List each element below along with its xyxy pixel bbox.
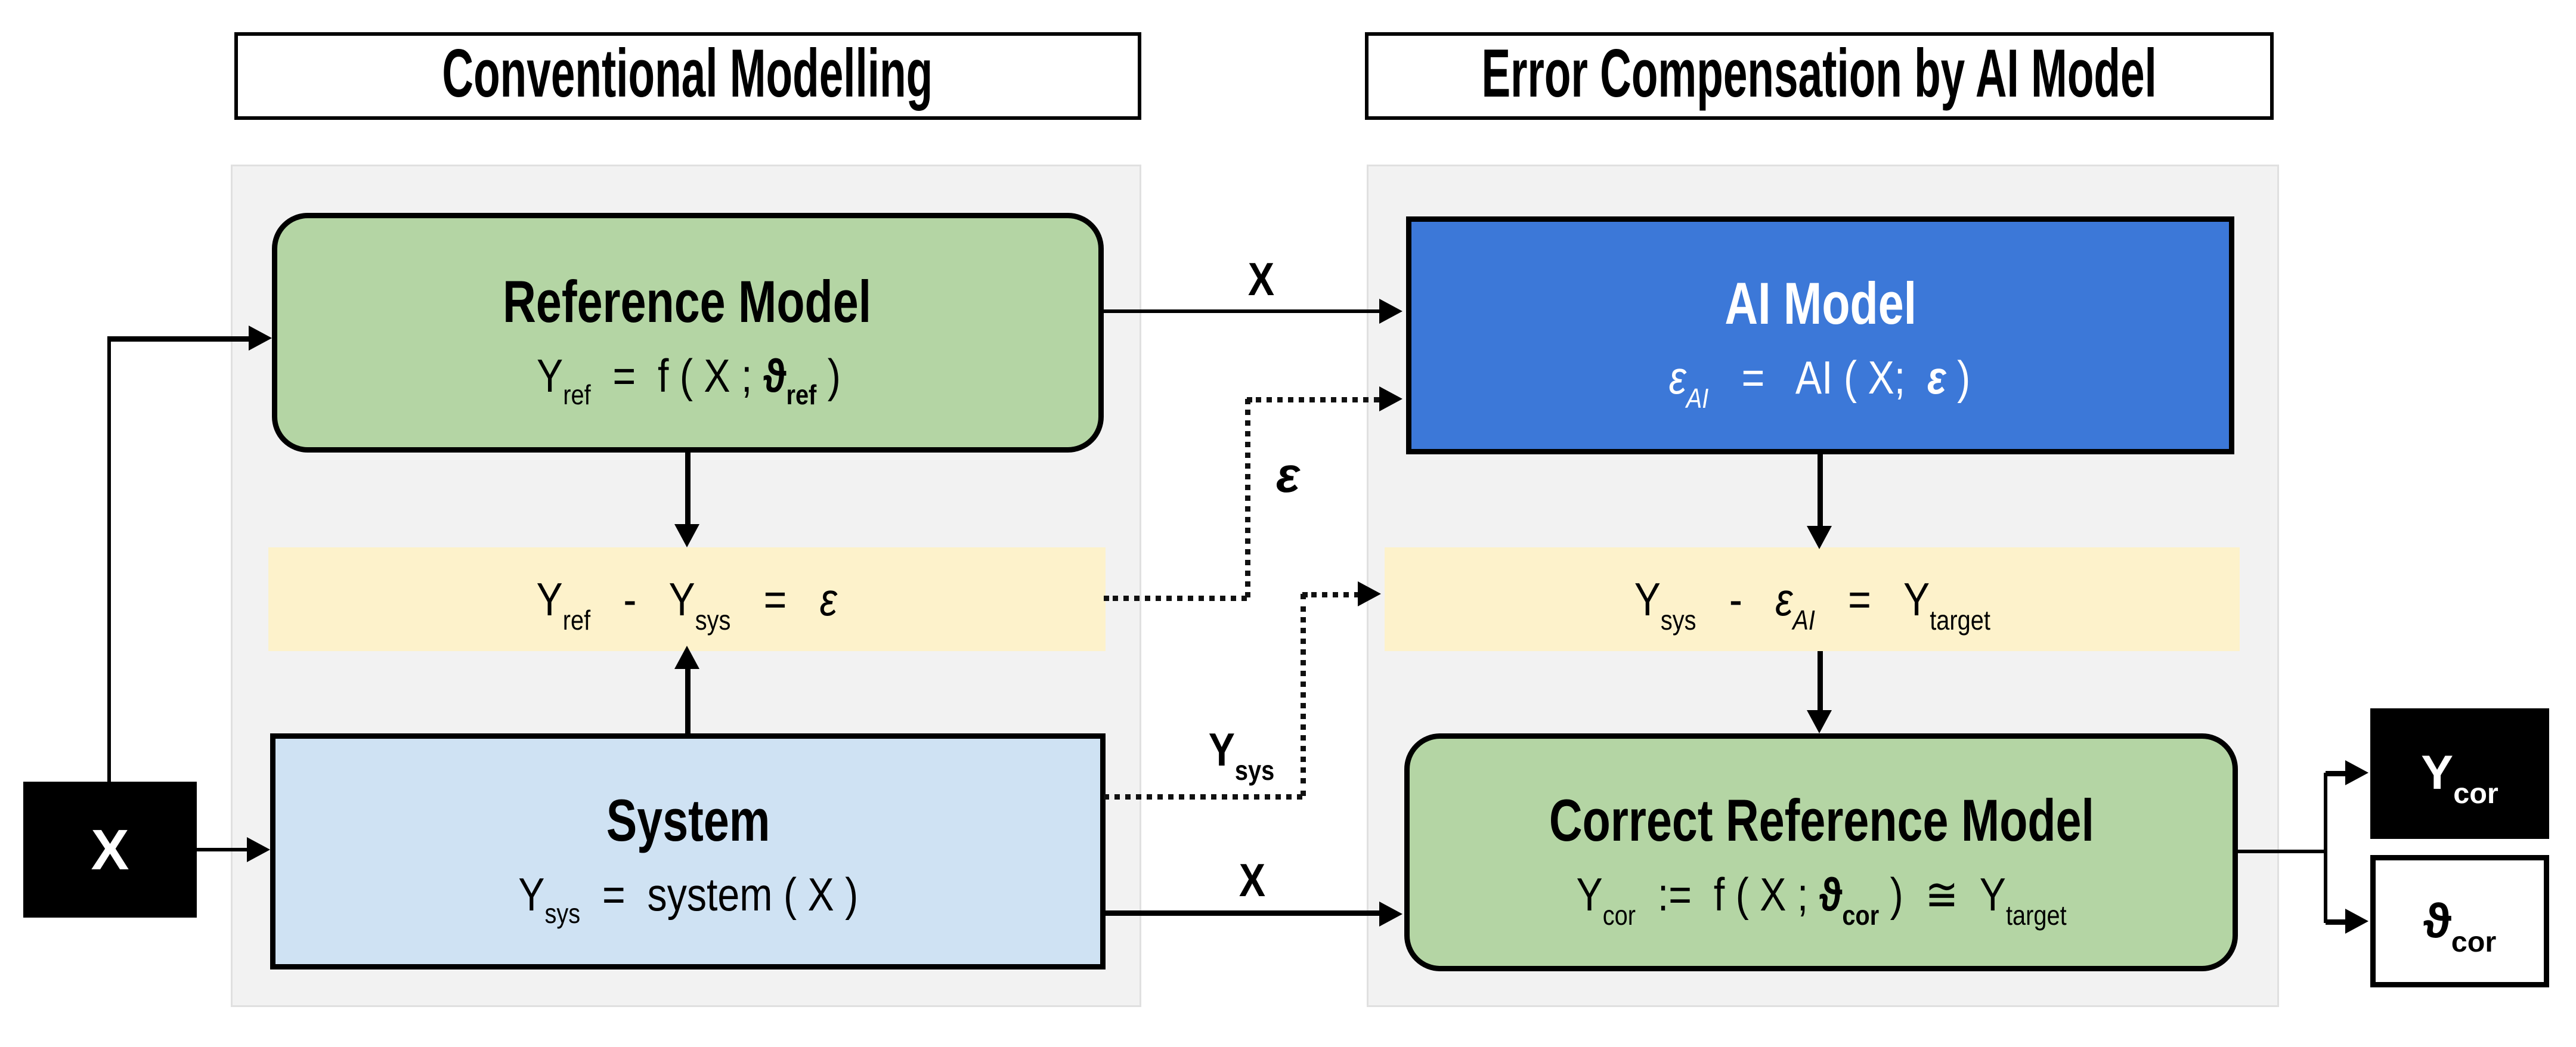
edge-ysys-dotted-v (1300, 594, 1306, 796)
edge-epsilon-dotted-v (1244, 399, 1250, 597)
edge-output-split-vertical (2323, 773, 2328, 923)
node-input-x-label: X (91, 816, 129, 881)
node-target-equation-text: Ysys - εAI = Ytarget (1634, 572, 1990, 637)
arrowhead-into-target-eq-ysys (1358, 581, 1381, 606)
edge-x-to-reference-vertical (106, 338, 111, 783)
edge-target-eq-to-correct-model (1818, 651, 1823, 710)
arrowhead-into-error-eq-top (673, 524, 699, 547)
node-ai-model: AI Model εAI = AI ( X; ε ) (1406, 216, 2234, 454)
node-correct-reference-model-title: Correct Reference Model (1548, 787, 2094, 853)
node-correct-reference-model-equation: Ycor := f ( X ; ϑcor ) ≅ Ytarget (1575, 868, 2067, 932)
node-target-equation: Ysys - εAI = Ytarget (1385, 547, 2240, 651)
edge-ai-to-target-eq (1818, 454, 1823, 526)
arrowhead-into-target-eq-top (1806, 526, 1831, 549)
arrowhead-into-correct-model (1379, 900, 1402, 926)
edge-epsilon-dotted-h1 (1104, 595, 1247, 601)
edge-label-x-top: X (1247, 252, 1275, 306)
arrowhead-into-correct-model-top (1806, 710, 1831, 733)
edge-x-to-system (197, 847, 249, 851)
edge-system-to-error-eq (685, 669, 691, 733)
edge-epsilon-dotted-h2 (1247, 397, 1379, 402)
node-ai-model-equation: εAI = AI ( X; ε ) (1669, 351, 1971, 415)
edge-x-to-reference-horizontal (106, 336, 250, 341)
edge-x-to-correct-model (1104, 910, 1379, 916)
title-error-compensation: Error Compensation by AI Model (1365, 32, 2274, 120)
node-input-x: X (23, 782, 197, 918)
edge-correct-model-output-stem (2238, 849, 2326, 854)
edge-ysys-dotted-h1 (1104, 794, 1302, 800)
arrowhead-into-ai-model-epsilon (1379, 386, 1402, 411)
title-conventional-modelling-label: Conventional Modelling (442, 38, 933, 113)
node-reference-model-title: Reference Model (503, 267, 872, 334)
title-error-compensation-label: Error Compensation by AI Model (1481, 38, 2157, 113)
node-ai-model-title: AI Model (1724, 270, 1916, 336)
node-system-title: System (606, 786, 770, 853)
title-conventional-modelling: Conventional Modelling (234, 32, 1141, 120)
node-output-y-cor-label: Ycor (2421, 746, 2498, 811)
node-error-equation-text: Yref - Ysys = ε (536, 572, 838, 637)
edge-to-y-cor (2326, 771, 2347, 776)
arrowhead-into-error-eq-bottom (673, 646, 699, 669)
arrowhead-into-ai-model-x (1379, 299, 1402, 324)
edge-ysys-dotted-h2 (1302, 591, 1360, 597)
node-reference-model-equation: Yref = f ( X ; ϑref ) (535, 348, 840, 412)
node-output-y-cor: Ycor (2370, 708, 2549, 839)
node-output-theta-cor-label: ϑcor (2423, 893, 2497, 958)
node-error-equation: Yref - Ysys = ε (268, 547, 1106, 651)
node-system: System Ysys = system ( X ) (270, 733, 1106, 969)
arrowhead-into-system (247, 837, 270, 862)
arrowhead-into-theta-cor (2345, 909, 2368, 934)
arrowhead-into-reference-model (249, 326, 272, 351)
edge-label-epsilon: ε (1275, 447, 1301, 503)
edge-x-to-ai-model (1104, 309, 1381, 314)
arrowhead-into-y-cor (2345, 760, 2368, 786)
edge-reference-to-error-eq (685, 453, 691, 524)
node-system-equation: Ysys = system ( X ) (518, 866, 858, 931)
edge-to-theta-cor (2326, 919, 2347, 924)
node-reference-model: Reference Model Yref = f ( X ; ϑref ) (272, 213, 1104, 453)
edge-label-y-sys: Ysys (1208, 723, 1275, 787)
edge-label-x-bottom: X (1239, 853, 1266, 907)
node-correct-reference-model: Correct Reference Model Ycor := f ( X ; … (1404, 733, 2238, 971)
node-output-theta-cor: ϑcor (2370, 855, 2549, 987)
